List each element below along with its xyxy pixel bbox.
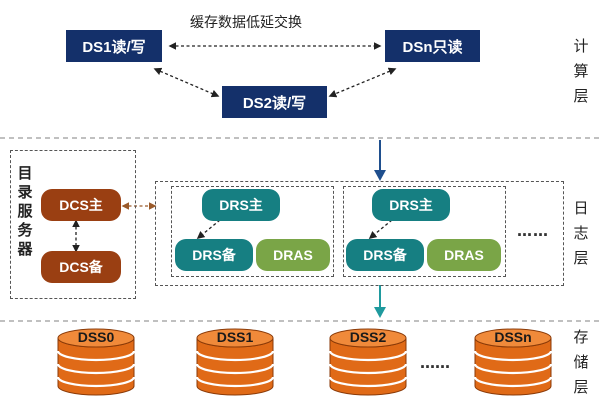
- drs-primary-2-label: DRS主: [389, 197, 433, 213]
- dss-label-2: DSS2: [350, 329, 387, 345]
- node-ds2: DS2读/写: [222, 86, 327, 118]
- dcs-primary-label: DCS主: [59, 197, 103, 213]
- node-ds2-label: DS2读/写: [242, 94, 307, 112]
- arrowhead-log-to-storage: [374, 307, 386, 318]
- drs-primary-1: DRS主: [202, 189, 280, 221]
- dras-2: DRAS: [427, 239, 501, 271]
- drs-backup-1-label: DRS备: [192, 247, 236, 263]
- dss-disk-3: DSSn: [473, 328, 553, 396]
- log-cluster-box: [155, 181, 564, 286]
- drs-primary-2: DRS主: [372, 189, 450, 221]
- arrow-dsn-ds2: [328, 67, 397, 98]
- layer-label-log: 日志层: [573, 199, 589, 267]
- dss-disk-0: DSS0: [56, 328, 136, 396]
- storage-disks: DSS0 DSS1 DSS2 DSSn: [56, 328, 553, 396]
- compute-caption: 缓存数据低延交换: [190, 15, 302, 31]
- directory-server-label: 目录服务器: [17, 164, 33, 258]
- drs-backup-1: DRS备: [175, 239, 253, 271]
- log-ellipsis: ……: [517, 222, 549, 240]
- drs-primary-1-label: DRS主: [219, 197, 263, 213]
- layer-label-compute: 计算层: [573, 37, 589, 105]
- directory-server-box: [10, 150, 136, 299]
- layer-label-storage: 存储层: [573, 328, 589, 396]
- arrowhead-compute-to-log: [374, 170, 386, 181]
- storage-ellipsis: ……: [420, 354, 450, 372]
- dss-label-1: DSS1: [217, 329, 254, 345]
- drs-backup-2: DRS备: [346, 239, 424, 271]
- arrow-ds1-ds2: [153, 67, 220, 98]
- log-group-2-box: [343, 186, 506, 277]
- node-ds1: DS1读/写: [66, 30, 162, 62]
- dss-disk-1: DSS1: [195, 328, 275, 396]
- dras-1: DRAS: [256, 239, 330, 271]
- dss-label-3: DSSn: [494, 329, 531, 345]
- dss-disk-2: DSS2: [328, 328, 408, 396]
- arrow-drs-group2: [368, 219, 393, 239]
- dras-1-label: DRAS: [273, 247, 313, 263]
- node-dsn-label: DSn只读: [402, 38, 463, 56]
- drs-backup-2-label: DRS备: [363, 247, 407, 263]
- dcs-backup: DCS备: [41, 251, 121, 283]
- arrow-drs-group1: [196, 219, 221, 239]
- dcs-primary: DCS主: [41, 189, 121, 221]
- dcs-backup-label: DCS备: [59, 259, 103, 275]
- log-group-1-box: [171, 186, 334, 277]
- node-ds1-label: DS1读/写: [82, 38, 146, 56]
- node-dsn: DSn只读: [385, 30, 480, 62]
- dras-2-label: DRAS: [444, 247, 484, 263]
- dss-label-0: DSS0: [78, 329, 115, 345]
